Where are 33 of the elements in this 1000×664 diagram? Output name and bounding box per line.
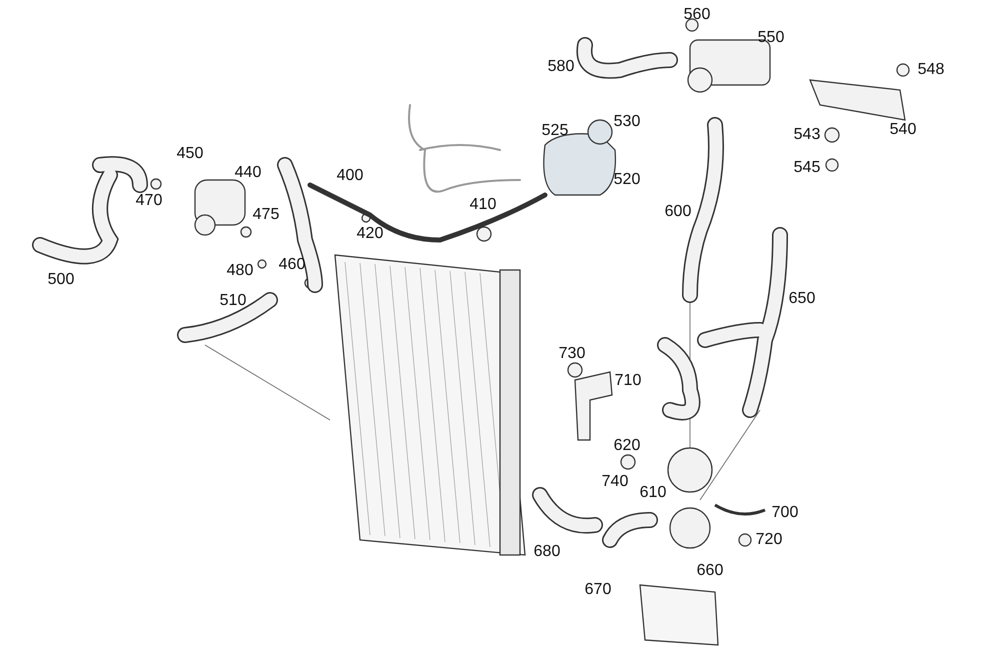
callout-number: 450 <box>176 146 204 162</box>
callout-number: 660 <box>696 563 724 579</box>
callout-number: 620 <box>614 438 640 454</box>
callout-number: 460 <box>278 257 306 273</box>
callout-number: 680 <box>534 544 560 560</box>
callout-number: 400 <box>336 168 364 184</box>
callout-number: 530 <box>614 114 640 130</box>
callout-number: 525 <box>542 123 568 139</box>
callout-number: 420 <box>356 226 384 242</box>
callout-number: 540 <box>890 122 916 138</box>
callout-number: 740 <box>602 474 628 490</box>
callout-number: 560 <box>684 7 710 23</box>
callout-number: 520 <box>614 172 640 188</box>
callout-number: 580 <box>548 59 574 75</box>
callout-number: 550 <box>758 30 784 46</box>
callout-number: 545 <box>794 160 820 176</box>
callout-number: 700 <box>772 505 798 521</box>
callout-number: 610 <box>640 485 666 501</box>
callout-number: 730 <box>558 346 586 362</box>
callout-number: 500 <box>48 272 74 288</box>
callout-number: 600 <box>664 204 692 220</box>
callout-number: 543 <box>794 127 820 143</box>
callout-number: 410 <box>470 197 496 213</box>
callout-number: 548 <box>918 62 944 78</box>
callout-number: 470 <box>136 193 162 209</box>
callout-number: 480 <box>226 263 254 279</box>
callout-number: 720 <box>756 532 782 548</box>
callout-number: 670 <box>584 582 612 598</box>
callout-number: 650 <box>788 291 816 307</box>
callout-number: 710 <box>614 373 642 389</box>
callout-number: 510 <box>220 293 246 309</box>
callout-number: 475 <box>252 207 280 223</box>
callout-number: 440 <box>234 165 262 181</box>
